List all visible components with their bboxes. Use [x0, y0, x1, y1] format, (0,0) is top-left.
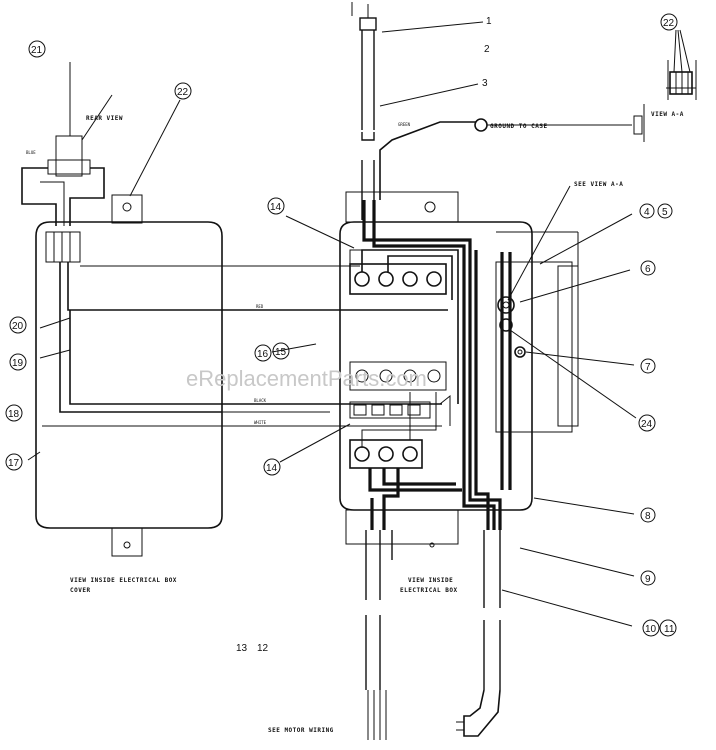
- callout-20: 20: [12, 321, 24, 332]
- callout-4: 4: [644, 207, 650, 218]
- wire-label-black: BLACK: [254, 398, 267, 403]
- terminal-block-bottom: [349, 439, 423, 469]
- callout-17: 17: [8, 458, 20, 469]
- cover-to-box-wires: [222, 265, 448, 427]
- callout-2: 2: [484, 44, 490, 55]
- motor-cable-top: [351, 2, 377, 220]
- motor-cable-bottom: [365, 530, 393, 740]
- watermark: eReplacementParts.com: [186, 366, 427, 391]
- callout-5: 5: [662, 207, 668, 218]
- callout-3: 3: [482, 78, 488, 89]
- callout-24: 24: [641, 419, 653, 430]
- wire-label-blue: BLUE: [26, 150, 36, 155]
- caption-box-inside-1: VIEW INSIDE: [408, 577, 453, 584]
- callout-8: 8: [645, 511, 651, 522]
- captions: REAR VIEW VIEW A-A SEE VIEW A-A GROUND T…: [70, 111, 684, 734]
- caption-see-view-a-a: SEE VIEW A-A: [574, 181, 623, 188]
- callout-15: 15: [275, 347, 287, 358]
- wire-label-green: GREEN: [398, 122, 411, 127]
- callout-1: 1: [486, 16, 492, 27]
- caption-box-cover-2: COVER: [70, 587, 91, 594]
- callout-22-view: 22: [663, 18, 675, 29]
- callout-14-bottom: 14: [266, 463, 278, 474]
- wire-label-white: WHITE: [254, 420, 267, 425]
- wire-labels: RED BLACK WHITE GREEN BLUE: [26, 122, 411, 425]
- caption-rear-view: REAR VIEW: [86, 115, 123, 122]
- callout-12: 12: [257, 643, 269, 654]
- callout-19: 19: [12, 358, 24, 369]
- callout-numbers: 1 2 3 4 5 6 7 8 9 10 11 12 13 14 14 15 1…: [8, 16, 675, 654]
- electrical-box: [339, 191, 579, 548]
- power-cord: [456, 530, 501, 737]
- callout-21: 21: [31, 45, 43, 56]
- terminal-block-switch: [349, 401, 431, 419]
- caption-view-a-a: VIEW A-A: [651, 111, 684, 118]
- ground-wire: [379, 104, 645, 200]
- leader-lines: [27, 21, 637, 627]
- callout-9: 9: [645, 574, 651, 585]
- terminal-block-top: [349, 249, 447, 295]
- caption-motor-wiring: SEE MOTOR WIRING: [268, 727, 334, 734]
- wire-label-red: RED: [256, 304, 264, 309]
- callout-7: 7: [645, 362, 651, 373]
- caption-ground-to-case: GROUND TO CASE: [490, 123, 548, 130]
- callout-11: 11: [664, 624, 675, 635]
- callout-18: 18: [8, 409, 20, 420]
- view-a-a-detail: [666, 29, 697, 100]
- callout-14-top: 14: [270, 202, 282, 213]
- callout-10: 10: [645, 624, 657, 635]
- caption-box-inside-2: ELECTRICAL BOX: [400, 587, 458, 594]
- callout-22-cover: 22: [177, 87, 189, 98]
- callout-6: 6: [645, 264, 651, 275]
- caption-box-cover-1: VIEW INSIDE ELECTRICAL BOX: [70, 577, 177, 584]
- callout-circles: [5, 13, 678, 637]
- callout-16: 16: [257, 349, 269, 360]
- callout-13: 13: [236, 643, 248, 654]
- terminal-block-middle: [349, 361, 447, 391]
- electrical-box-cover: [21, 62, 223, 557]
